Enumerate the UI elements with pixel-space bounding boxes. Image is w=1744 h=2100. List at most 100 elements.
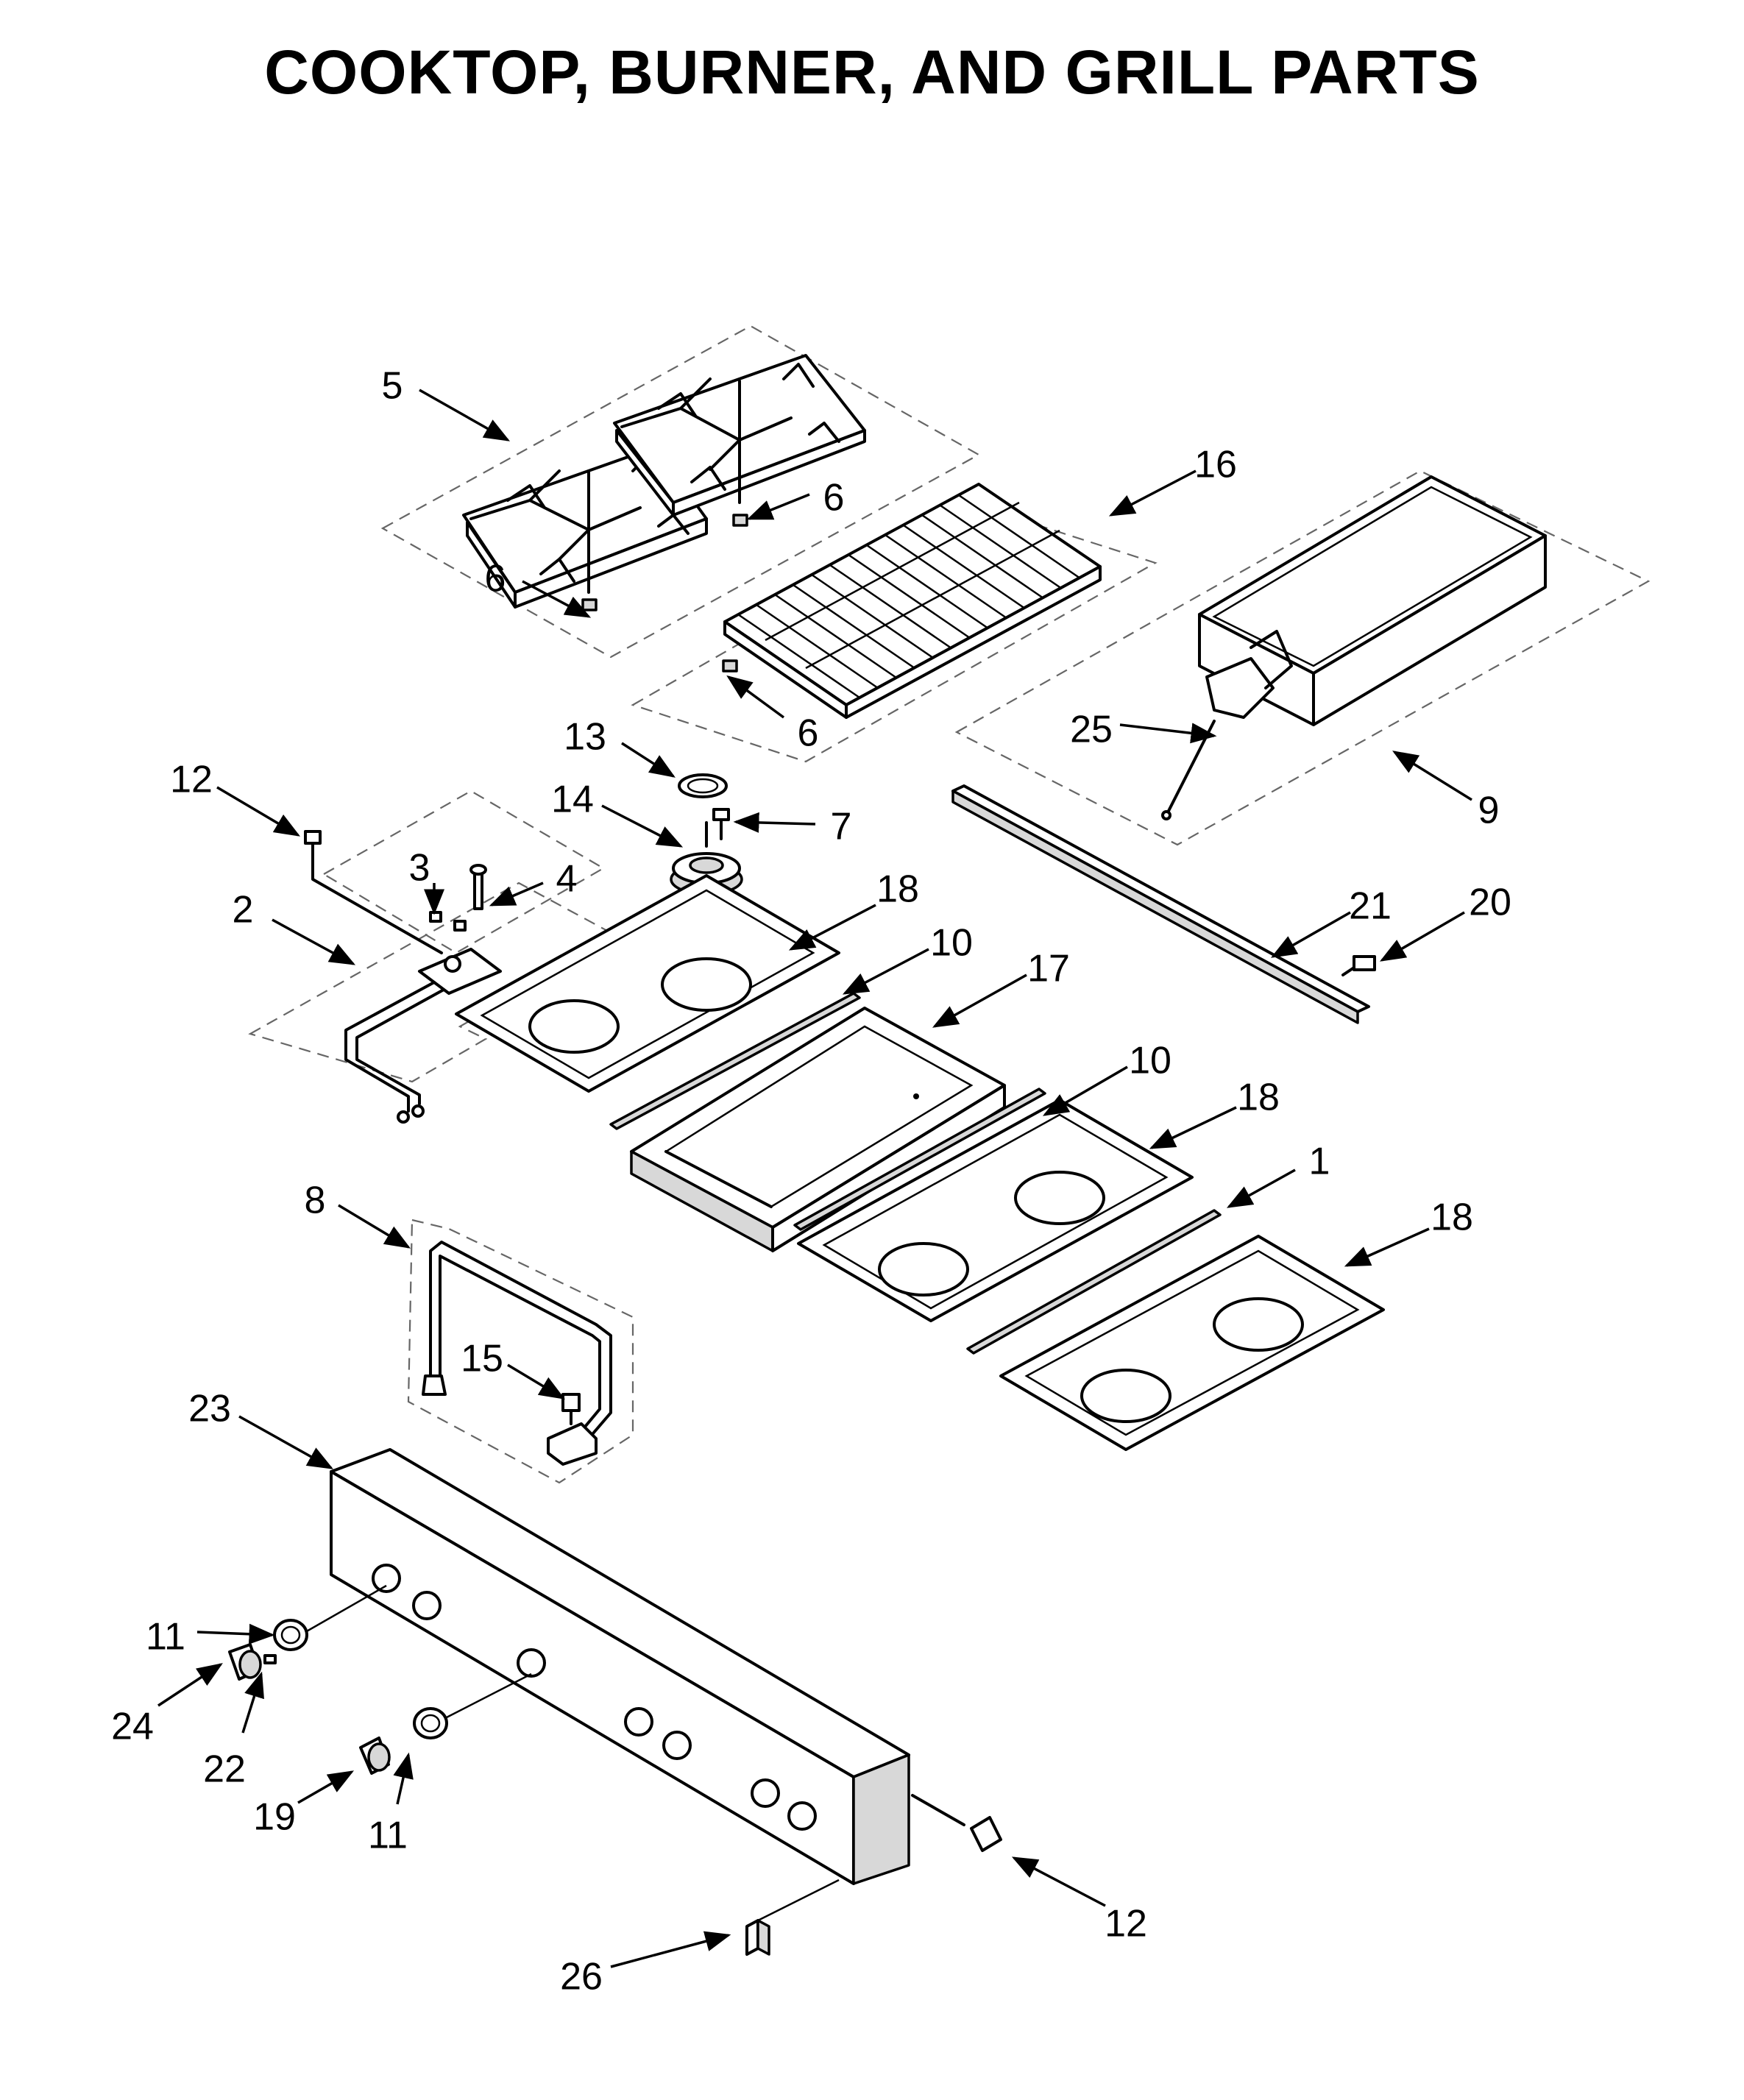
page-title: COOKTOP, BURNER, AND GRILL PARTS bbox=[264, 38, 1480, 107]
electrode-screws bbox=[429, 911, 467, 932]
callout-c2: 2 bbox=[233, 889, 356, 965]
seal-strip-middle bbox=[793, 1088, 1046, 1231]
callout-c15: 15 bbox=[461, 1338, 566, 1400]
callout-arrow bbox=[842, 948, 929, 995]
callout-arrow bbox=[1011, 1856, 1106, 1907]
callout-arrow bbox=[1108, 469, 1197, 517]
knob-upper bbox=[228, 1643, 262, 1681]
callout-c6c: 6 bbox=[726, 675, 818, 755]
callout-number: 18 bbox=[1237, 1076, 1280, 1119]
callout-arrow bbox=[522, 580, 592, 618]
callout-arrow bbox=[1149, 1106, 1237, 1149]
callout-c14: 14 bbox=[551, 778, 684, 848]
callout-number: 15 bbox=[461, 1338, 503, 1380]
callout-number: 6 bbox=[823, 477, 845, 519]
callout-arrow bbox=[1392, 751, 1472, 801]
seal-strip-right bbox=[966, 1209, 1222, 1355]
burner-cap bbox=[678, 773, 728, 798]
burner-pan-left bbox=[455, 874, 840, 1093]
callout-number: 13 bbox=[564, 716, 606, 759]
callout-arrow bbox=[297, 1770, 355, 1804]
trim-rail bbox=[951, 784, 1370, 1024]
callout-arrow bbox=[216, 786, 301, 837]
callout-c18c: 18 bbox=[1344, 1196, 1473, 1267]
callout-c11b: 11 bbox=[368, 1752, 414, 1857]
callout-arrow bbox=[1379, 911, 1465, 962]
callout-number: 1 bbox=[1309, 1141, 1330, 1183]
callout-c24: 24 bbox=[111, 1663, 223, 1748]
callout-arrow bbox=[610, 1931, 731, 1968]
callout-c4: 4 bbox=[489, 858, 578, 907]
callout-arrow bbox=[1226, 1168, 1296, 1208]
burner-grate-left bbox=[462, 446, 708, 611]
callout-number: 17 bbox=[1027, 948, 1070, 990]
callout-number: 11 bbox=[368, 1815, 408, 1857]
callout-number: 12 bbox=[170, 759, 213, 801]
callout-c5: 5 bbox=[382, 365, 511, 441]
callout-number: 4 bbox=[556, 858, 578, 901]
callout-c10b: 10 bbox=[1042, 1040, 1171, 1116]
callout-c11a: 11 bbox=[146, 1616, 275, 1659]
callout-arrow bbox=[788, 904, 876, 951]
callout-c18a: 18 bbox=[788, 868, 919, 951]
burner-pan-right bbox=[999, 1235, 1385, 1451]
callout-c3: 3 bbox=[409, 847, 444, 915]
callout-number: 18 bbox=[1431, 1196, 1473, 1239]
screw-upper-left bbox=[304, 830, 322, 861]
rail-screw bbox=[1341, 955, 1376, 976]
callout-number: 9 bbox=[1478, 790, 1500, 832]
callout-c9: 9 bbox=[1392, 751, 1500, 832]
callout-c12b: 12 bbox=[1011, 1856, 1147, 1945]
callout-number: 16 bbox=[1194, 444, 1237, 486]
callout-c6a: 6 bbox=[746, 477, 845, 520]
gas-manifold bbox=[422, 1241, 612, 1466]
grill-grate bbox=[722, 483, 1102, 719]
burner-screw bbox=[712, 808, 730, 840]
callout-number: 26 bbox=[560, 1956, 603, 1998]
knob-lower bbox=[359, 1737, 391, 1775]
callout-arrow bbox=[1119, 723, 1217, 744]
callout-number: 2 bbox=[233, 889, 254, 932]
callout-c16: 16 bbox=[1108, 444, 1237, 517]
bezel-lower bbox=[413, 1672, 532, 1739]
callout-number: 12 bbox=[1105, 1903, 1147, 1945]
callout-arrow bbox=[1344, 1227, 1430, 1267]
callout-number: 23 bbox=[188, 1388, 231, 1430]
callout-number: 19 bbox=[253, 1796, 296, 1839]
callout-c12a: 12 bbox=[170, 759, 301, 837]
bezel-upper bbox=[273, 1584, 387, 1651]
callout-c7: 7 bbox=[733, 806, 851, 848]
callout-number: 10 bbox=[930, 922, 973, 965]
burner-grate-right bbox=[613, 354, 866, 527]
spark-electrode bbox=[469, 864, 487, 910]
callout-arrow bbox=[1270, 911, 1351, 958]
callout-number: 25 bbox=[1070, 709, 1113, 751]
callout-arrow bbox=[507, 1363, 566, 1400]
callout-c25: 25 bbox=[1070, 709, 1217, 751]
callout-c19: 19 bbox=[253, 1770, 355, 1839]
callout-arrow bbox=[419, 389, 511, 441]
callout-arrow bbox=[746, 493, 810, 520]
callout-c6b: 6 bbox=[485, 558, 592, 618]
callout-c10a: 10 bbox=[842, 922, 973, 995]
callout-arrow bbox=[932, 973, 1027, 1028]
callout-number: 10 bbox=[1129, 1040, 1171, 1082]
callout-arrow bbox=[238, 1415, 334, 1469]
callout-arrow bbox=[726, 675, 785, 719]
callout-arrow bbox=[393, 1752, 414, 1805]
callout-arrow bbox=[241, 1671, 264, 1734]
callout-arrow bbox=[196, 1623, 275, 1645]
callout-c21: 21 bbox=[1270, 885, 1392, 958]
panel-screw bbox=[911, 1794, 1002, 1852]
callout-arrow bbox=[621, 742, 676, 778]
callout-number: 6 bbox=[485, 558, 506, 600]
callout-c17: 17 bbox=[932, 948, 1070, 1028]
callout-number: 14 bbox=[551, 778, 594, 821]
callout-number: 11 bbox=[146, 1616, 185, 1659]
callout-c20: 20 bbox=[1379, 881, 1511, 962]
callout-arrow bbox=[272, 918, 356, 965]
callout-number: 3 bbox=[409, 847, 430, 890]
callout-number: 18 bbox=[876, 868, 919, 911]
